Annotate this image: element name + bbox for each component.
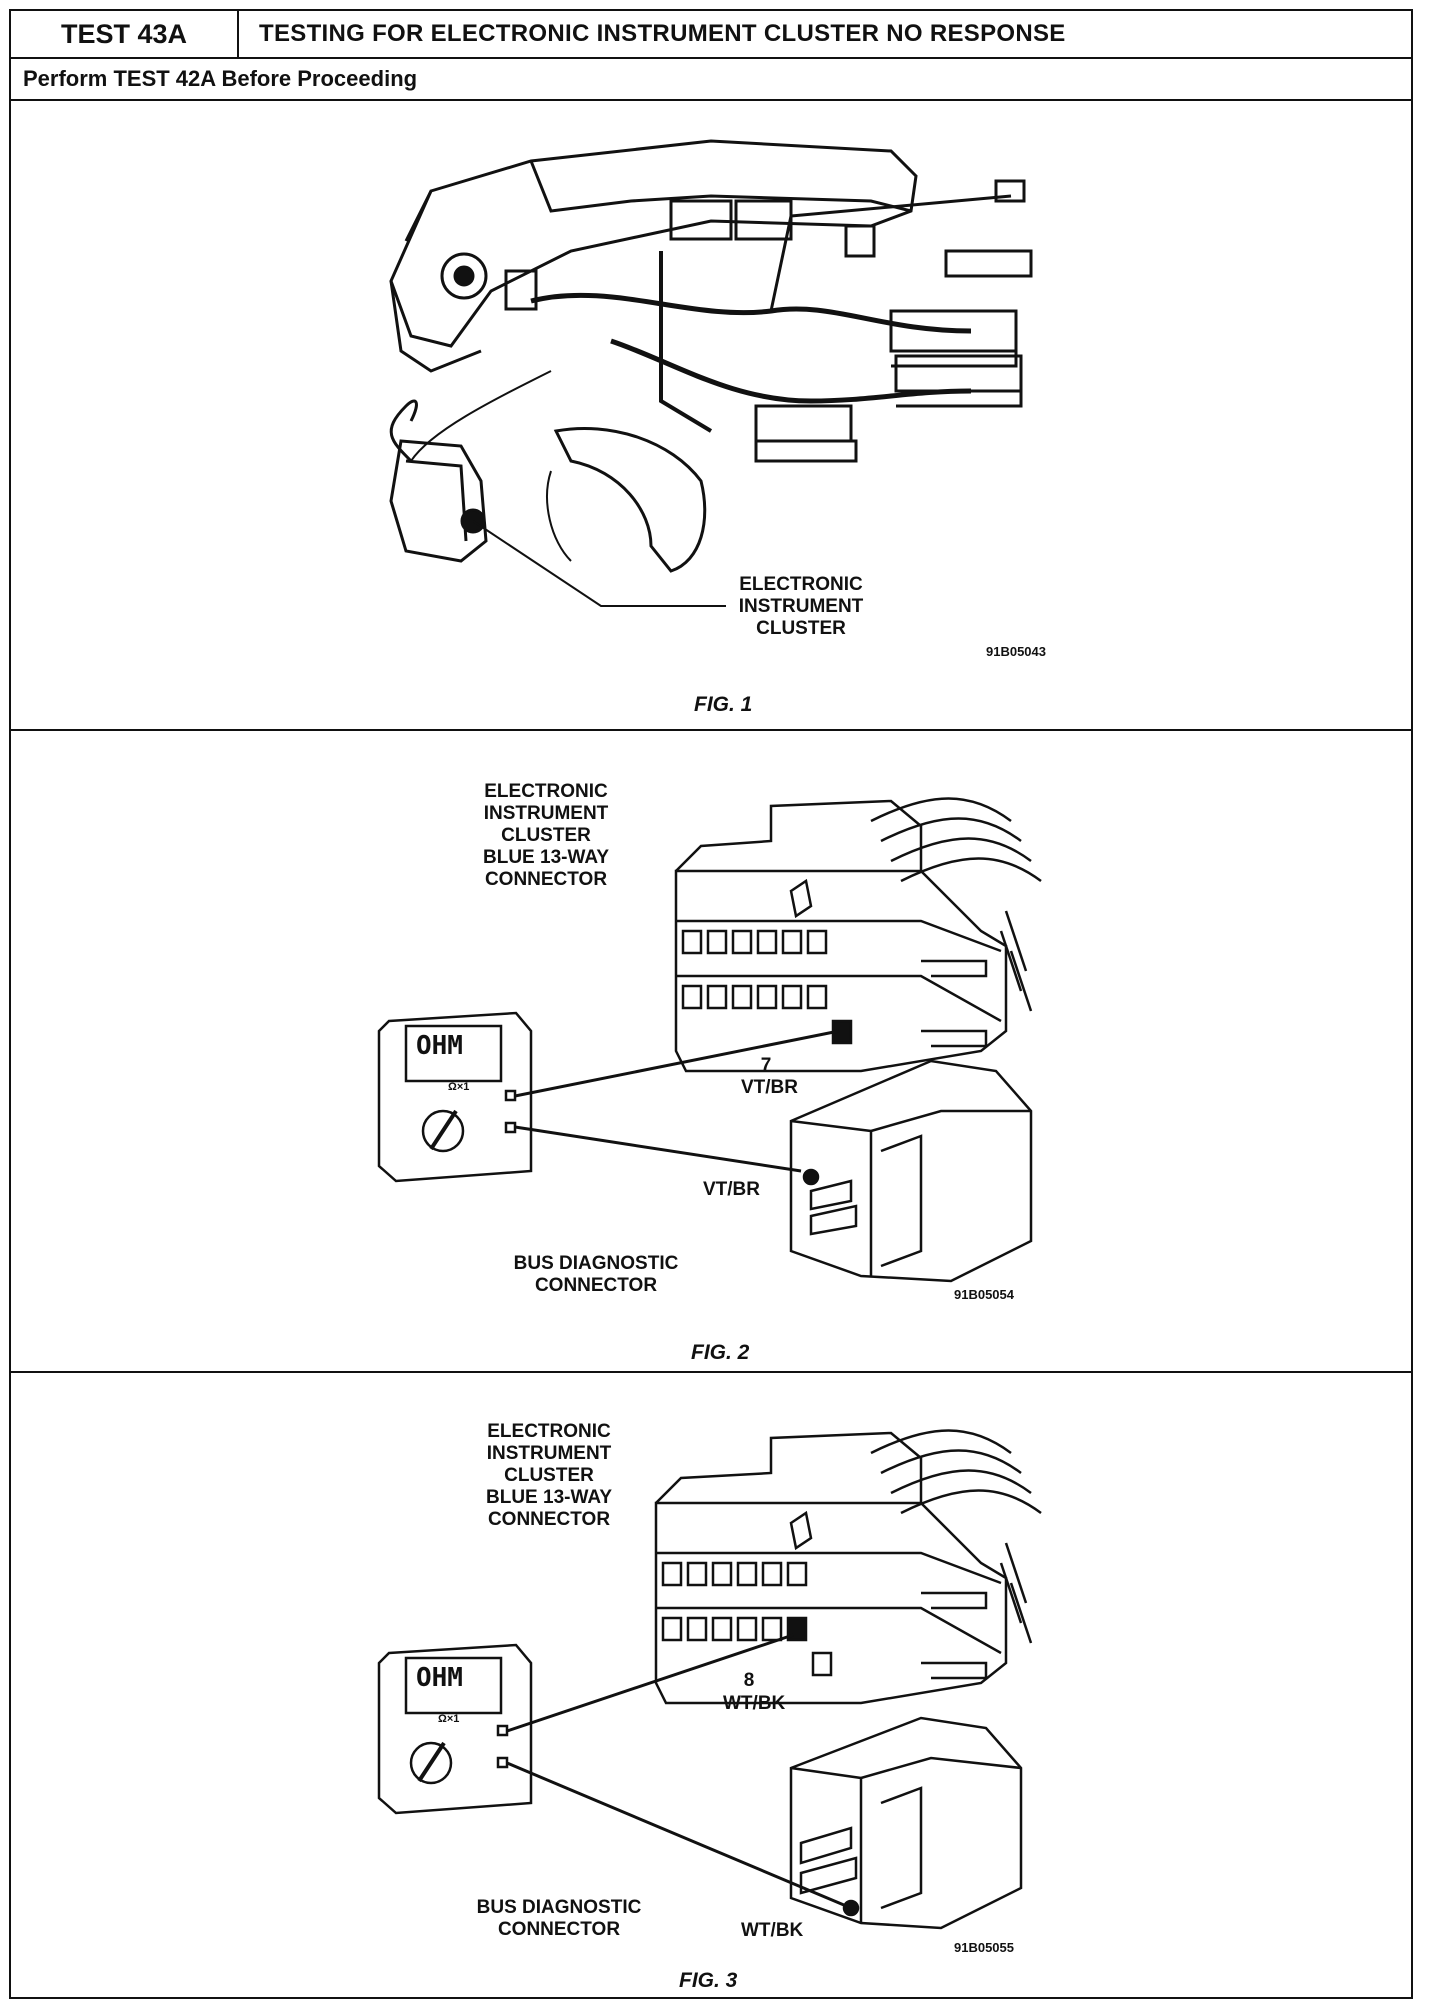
fig3-diag-label: BUS DIAGNOSTIC CONNECTOR [459,1897,659,1941]
fig3-meter-display: OHM [416,1663,463,1693]
fig3-illustration [377,1429,1042,1930]
fig2-diag-wire: VT/BR [703,1179,760,1200]
fig2-meter-range: Ω×1 [448,1081,470,1093]
diag-label-line-1: BUS DIAGNOSTIC [476,1897,642,1918]
figure-2: ELECTRONIC INSTRUMENT CLUSTER BLUE 13-WA… [11,731,1411,1373]
dashboard-illustration [389,139,1033,607]
fig2-ref-code: 91B05054 [954,1287,1014,1302]
fig3-meter-range: Ω×1 [438,1713,460,1725]
connector-label-line-4: BLUE 13-WAY [483,847,609,868]
fig2-caption: FIG. 2 [691,1341,750,1364]
callout-line-2: INSTRUMENT [738,596,864,617]
test-id: TEST 43A [11,11,239,57]
connector-label-line-3: CLUSTER [504,1465,594,1486]
pin-cavities [681,929,853,1045]
diag-label-line-1: BUS DIAGNOSTIC [513,1253,679,1274]
fig2-pin-wire: VT/BR [741,1077,798,1098]
fig2-illustration [377,797,1042,1283]
fig1-ref-code: 91B05043 [986,644,1046,659]
pin-cavities [661,1561,833,1677]
fig3-pin-number: 8 [743,1670,755,1691]
connector-label-line-4: BLUE 13-WAY [486,1487,612,1508]
diag-label-line-2: CONNECTOR [497,1919,621,1940]
diag-label-line-2: CONNECTOR [534,1275,658,1296]
fig3-ref-code: 91B05055 [954,1940,1014,1955]
fig3-connector-label: ELECTRONIC INSTRUMENT CLUSTER BLUE 13-WA… [469,1421,629,1531]
fig2-diag-label: BUS DIAGNOSTIC CONNECTOR [496,1253,696,1297]
connector-label-line-1: ELECTRONIC [484,781,608,802]
fig2-pin-number: 7 [760,1055,772,1076]
prerequisite-note: Perform TEST 42A Before Proceeding [11,59,1411,101]
connector-label-line-1: ELECTRONIC [487,1421,611,1442]
connector-label-line-3: CLUSTER [501,825,591,846]
connector-label-line-5: CONNECTOR [487,1509,611,1530]
test-title: TESTING FOR ELECTRONIC INSTRUMENT CLUSTE… [259,20,1066,47]
cluster-callout: ELECTRONIC INSTRUMENT CLUSTER [726,574,876,640]
fig3-diag-wire: WT/BK [741,1920,804,1941]
test-sheet: TEST 43A TESTING FOR ELECTRONIC INSTRUME… [9,9,1413,1999]
connector-label-line-2: INSTRUMENT [486,1443,612,1464]
callout-line-1: ELECTRONIC [739,574,863,595]
connector-label-line-2: INSTRUMENT [483,803,609,824]
figure-3: ELECTRONIC INSTRUMENT CLUSTER BLUE 13-WA… [11,1373,1411,1999]
fig2-connector-label: ELECTRONIC INSTRUMENT CLUSTER BLUE 13-WA… [466,781,626,891]
fig2-meter-display: OHM [416,1031,463,1061]
fig3-caption: FIG. 3 [679,1969,738,1992]
header-row: TEST 43A TESTING FOR ELECTRONIC INSTRUME… [11,11,1411,59]
connector-label-line-5: CONNECTOR [484,869,608,890]
figure-1: ELECTRONIC INSTRUMENT CLUSTER 91B05043 F… [11,101,1411,731]
fig3-pin-wire: WT/BK [723,1693,786,1714]
fig1-caption: FIG. 1 [694,693,753,716]
callout-line-3: CLUSTER [756,618,846,639]
